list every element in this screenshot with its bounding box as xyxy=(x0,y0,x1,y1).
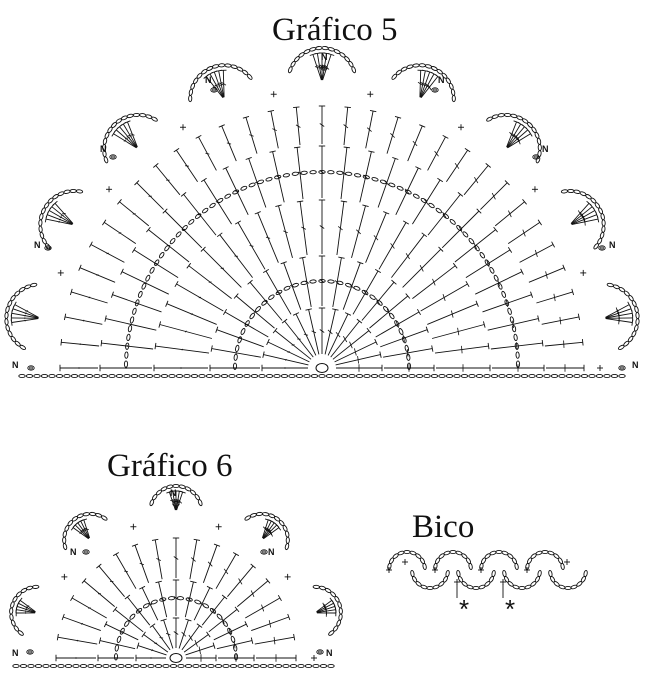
n-marker-6-left-top: N xyxy=(70,547,77,557)
grafico-5-title: Gráfico 5 xyxy=(272,12,398,48)
grafico-6-title: Gráfico 6 xyxy=(107,448,233,484)
n-marker-6-right-bottom: N xyxy=(326,648,333,658)
n-marker-5-left-upper: N xyxy=(100,144,107,154)
n-marker-5-right-mid: N xyxy=(609,240,616,250)
n-marker-6-top: N xyxy=(170,488,177,498)
n-marker-6-right-top: N xyxy=(268,547,275,557)
n-marker-5-right-bottom: N xyxy=(632,360,639,370)
bico-diagram xyxy=(386,549,588,598)
n-marker-5-left-bottom: N xyxy=(12,360,19,370)
bico-star-left: * xyxy=(459,594,470,624)
grafico-6-diagram xyxy=(9,483,343,669)
n-marker-5-left-mid: N xyxy=(34,240,41,250)
n-marker-5-top: N xyxy=(321,52,328,62)
n-marker-6-left-bottom: N xyxy=(12,648,19,658)
n-marker-5-right-top: N xyxy=(438,75,445,85)
grafico-5-diagram xyxy=(4,46,640,379)
n-marker-5-right-upper: N xyxy=(542,144,549,154)
bico-star-right: * xyxy=(505,594,516,624)
n-marker-5-left-top: N xyxy=(205,75,212,85)
bico-title: Bico xyxy=(412,509,475,545)
